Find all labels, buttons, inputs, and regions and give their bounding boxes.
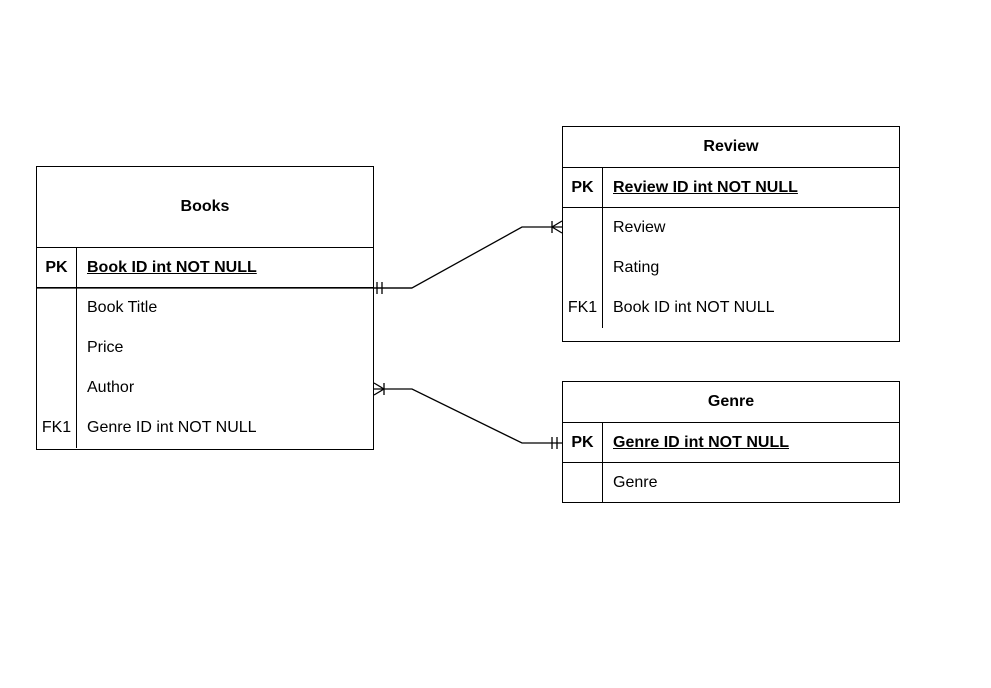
books-row-key: FK1 xyxy=(37,408,77,448)
review-row-key: FK1 xyxy=(563,288,603,328)
books-row-field: Price xyxy=(87,339,124,356)
review-pk-label: PK xyxy=(563,168,603,207)
books-row-field: Author xyxy=(87,379,135,396)
review-title: Review xyxy=(563,127,899,168)
review-row-field: Review xyxy=(613,219,666,236)
books-genre-relationship[interactable] xyxy=(373,382,562,449)
books-row-key xyxy=(37,288,77,328)
genre-pk-row[interactable]: PK Genre ID int NOT NULL xyxy=(563,423,899,463)
books-pk-label: PK xyxy=(37,248,77,287)
books-entity[interactable]: Books PK Book ID int NOT NULL Book Title… xyxy=(36,166,374,450)
review-entity[interactable]: Review PK Review ID int NOT NULL Review … xyxy=(562,126,900,342)
genre-entity[interactable]: Genre PK Genre ID int NOT NULL Genre xyxy=(562,381,900,503)
review-row-key xyxy=(563,208,603,248)
books-row-author[interactable]: Author xyxy=(37,368,373,408)
books-row-key xyxy=(37,368,77,408)
review-pk-field: Review ID int NOT NULL xyxy=(613,178,798,196)
review-row-rating[interactable]: Rating xyxy=(563,248,899,288)
crows-foot-marker xyxy=(373,382,385,390)
review-row-book-id[interactable]: FK1 Book ID int NOT NULL xyxy=(563,288,899,328)
review-row-field: Rating xyxy=(613,259,660,276)
books-row-book-title[interactable]: Book Title xyxy=(37,288,373,328)
review-pk-row[interactable]: PK Review ID int NOT NULL xyxy=(563,168,899,208)
genre-pk-field: Genre ID int NOT NULL xyxy=(613,433,789,451)
books-review-relationship[interactable] xyxy=(36,220,563,294)
crows-foot-marker xyxy=(551,226,563,234)
review-row-field: Book ID int NOT NULL xyxy=(613,299,775,316)
genre-pk-label: PK xyxy=(563,423,603,462)
crows-foot-marker xyxy=(373,388,385,396)
books-pk-field: Book ID int NOT NULL xyxy=(87,258,257,276)
books-row-key xyxy=(37,328,77,368)
review-row-review[interactable]: Review xyxy=(563,208,899,248)
crows-foot-marker xyxy=(551,220,563,228)
books-row-field: Genre ID int NOT NULL xyxy=(87,419,257,436)
genre-title: Genre xyxy=(563,382,899,423)
books-row-field: Book Title xyxy=(87,299,158,316)
books-title: Books xyxy=(37,167,373,248)
genre-row-field: Genre xyxy=(613,474,658,491)
books-row-genre-id[interactable]: FK1 Genre ID int NOT NULL xyxy=(37,408,373,448)
genre-row-genre[interactable]: Genre xyxy=(563,463,899,503)
review-row-key xyxy=(563,248,603,288)
books-row-price[interactable]: Price xyxy=(37,328,373,368)
genre-row-key xyxy=(563,463,603,503)
